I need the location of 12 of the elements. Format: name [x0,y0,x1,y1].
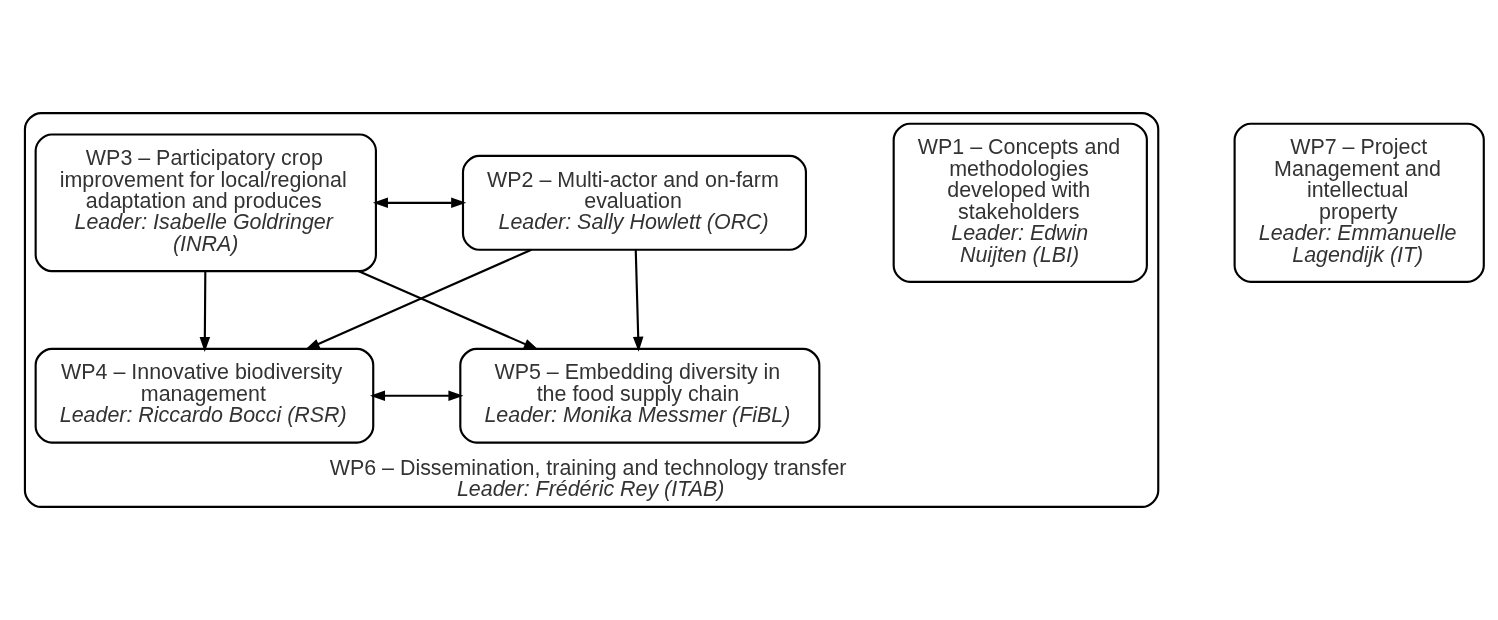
node-box: WP3 – Participatory crop improvement for local/regional adaptation and produces Leader: Isabelle Goldringer (INRA) [34,133,377,273]
arrow [372,197,467,209]
node-box: WP4 – Innovative biodiversity management Leader: Riccardo Bocci (RSR) [34,347,375,444]
arrow [358,270,539,351]
node-box: WP2 – Multi-actor and on-farm evaluation Leader: Sally Howlett (ORC) [461,154,807,251]
arrow [304,248,532,351]
arrow [370,390,464,401]
node-box: WP1 – Concepts and methodologies developed with stakeholders Leader: Edwin Nuijten (LBI) [892,122,1148,283]
node-box: WP5 – Embedding diversity in the food supply chain Leader: Monika Messmer (FiBL) [459,347,821,444]
node-box: WP7 – Project Management and intellectual property Leader: Emmanuelle Lagendijk (IT) [1233,122,1485,283]
arrow [632,249,644,352]
arrow [199,271,211,352]
